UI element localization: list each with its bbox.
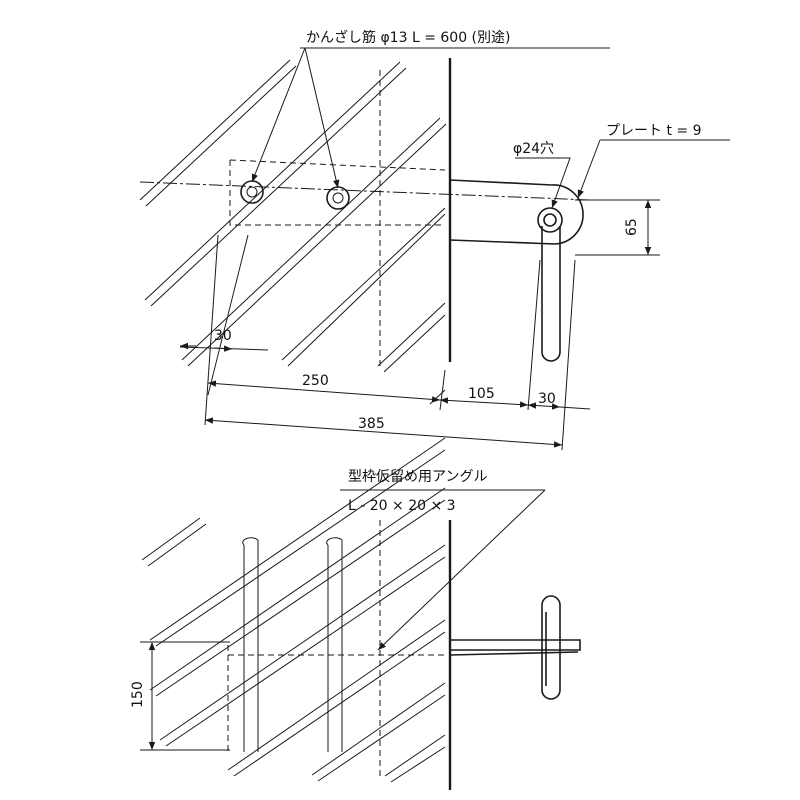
dim-30-left: 30 xyxy=(214,328,232,344)
rebar-circle-2 xyxy=(326,186,350,210)
dim-385: 385 xyxy=(358,416,385,432)
angle-steel xyxy=(449,639,581,656)
bottom-dashed-outline xyxy=(227,520,445,780)
dim-150: 150 xyxy=(130,681,146,708)
top-hatching xyxy=(139,59,447,405)
dim-30-right: 30 xyxy=(538,391,556,407)
rebar-label: かんざし筋 φ13 L = 600 (別途) xyxy=(306,29,510,46)
hole-label: φ24穴 xyxy=(513,141,554,157)
dim-250: 250 xyxy=(302,373,329,389)
plate-label: プレート t = 9 xyxy=(606,123,701,139)
dim-65: 65 xyxy=(624,218,640,236)
top-view xyxy=(139,47,730,451)
bottom-hatching xyxy=(141,437,446,783)
plate-outline xyxy=(449,179,584,245)
bolt-head xyxy=(537,207,563,233)
bottom-dimension-lines xyxy=(140,641,230,751)
bolt-shank xyxy=(541,226,561,362)
top-leaders xyxy=(251,47,730,209)
angle-label-line2: L - 20 × 20 × 3 xyxy=(348,498,456,514)
vertical-bar-1 xyxy=(242,537,259,752)
bottom-leader xyxy=(340,489,546,651)
bottom-bolt xyxy=(541,595,561,700)
top-dashed-outline xyxy=(229,70,446,370)
dim-105: 105 xyxy=(468,386,495,402)
top-dimension-lines xyxy=(179,199,660,451)
angle-label-line1: 型枠仮留め用アングル xyxy=(348,469,487,485)
top-centerline xyxy=(139,181,591,201)
bottom-view xyxy=(140,437,581,790)
vertical-bar-2 xyxy=(326,537,343,752)
